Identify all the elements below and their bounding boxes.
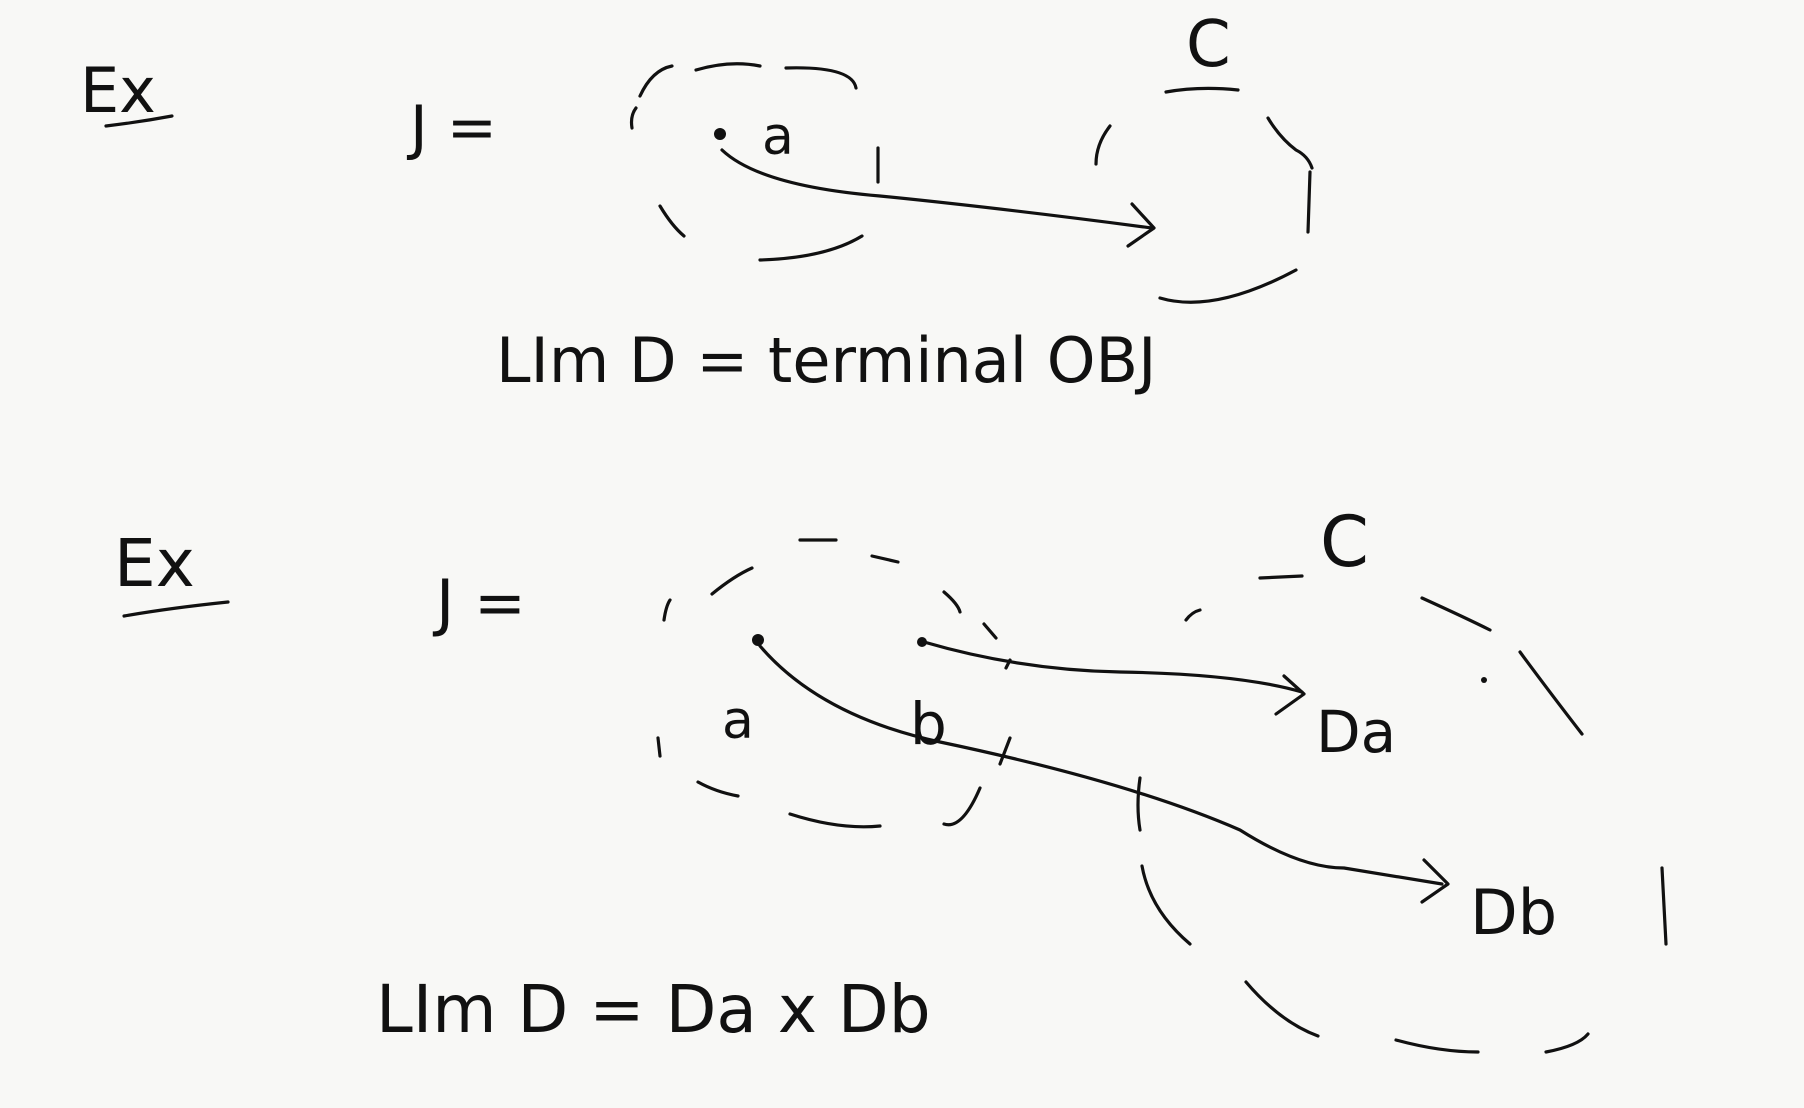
- example-2-formula: LIm D = Da x Db: [376, 971, 931, 1048]
- heading-underline-2: [122, 600, 230, 618]
- index-category-boundary: [629, 62, 880, 262]
- example-2-heading: Ex: [114, 525, 195, 602]
- category-c-label: C: [1186, 8, 1231, 82]
- example-1-formula: LIm D = terminal OBJ: [496, 324, 1156, 397]
- object-a-dot: [714, 128, 726, 140]
- category-c-boundary: [1094, 116, 1314, 304]
- image-db-label: Db: [1470, 876, 1557, 949]
- object-a-label-2: a: [722, 691, 754, 751]
- arrow-a-to-db: [758, 644, 1450, 904]
- category-c-underline-2: [1258, 574, 1304, 580]
- heading-underline: [104, 114, 174, 128]
- arrow-b-to-da: [922, 640, 1306, 716]
- object-b-dot: [917, 637, 927, 647]
- image-da-label: Da: [1316, 698, 1396, 766]
- example-1: Ex J = a C LIm D = terminal: [80, 8, 1314, 397]
- object-b-label: b: [910, 690, 947, 758]
- example-2-diagram-label: J =: [432, 566, 526, 639]
- example-2: Ex J = a b: [114, 501, 1668, 1054]
- object-a-dot-2: [752, 634, 764, 646]
- arrow-a-to-terminal: [720, 148, 1156, 248]
- category-c-label-2: C: [1320, 501, 1369, 583]
- example-1-diagram-label: J =: [406, 93, 497, 163]
- example-1-heading: Ex: [80, 54, 156, 127]
- index-category-boundary-2: [656, 538, 1012, 829]
- category-c-boundary-2: [1136, 596, 1668, 1054]
- object-a-label: a: [762, 107, 794, 167]
- category-c-underline: [1164, 86, 1240, 94]
